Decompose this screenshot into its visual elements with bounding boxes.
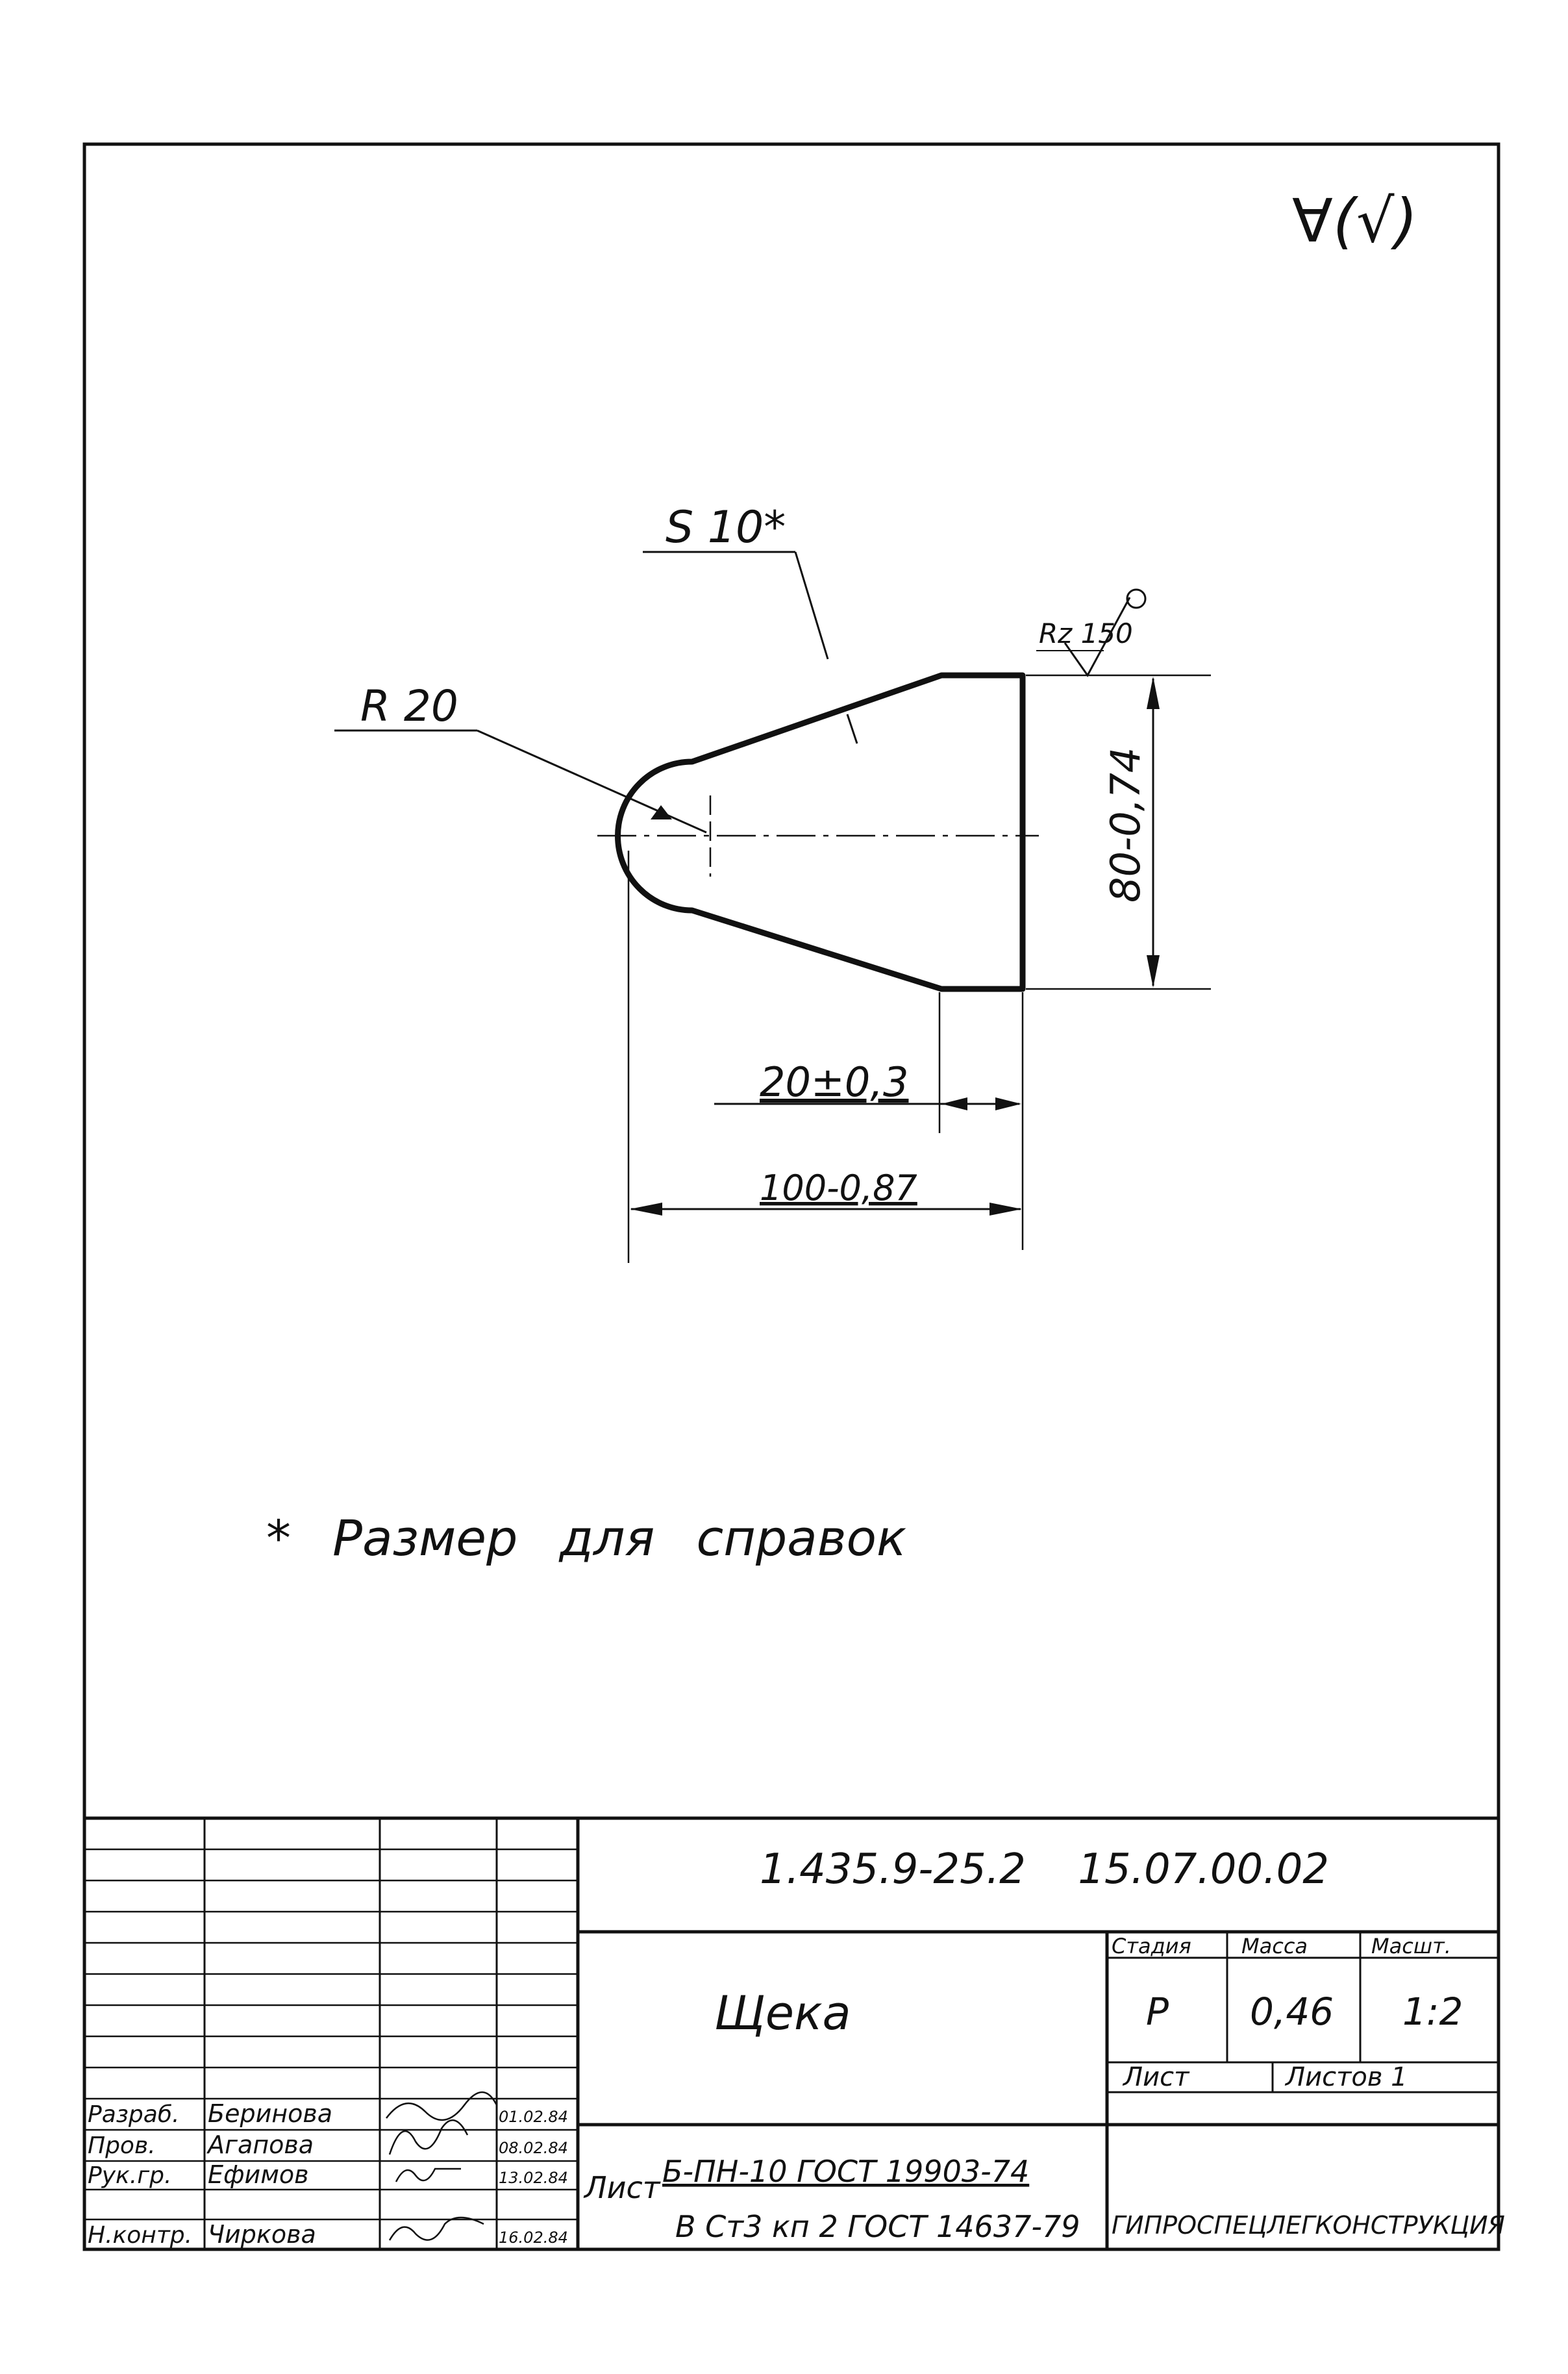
overall-arrow-left [630, 1203, 662, 1216]
signature-date: 13.02.84 [499, 2169, 568, 2187]
material-prefix: Лист [583, 2170, 661, 2205]
signature-name: Ефимов [208, 2160, 309, 2189]
drawing-frame [82, 142, 1500, 2251]
title-block [84, 1816, 1499, 2249]
signature-date: 01.02.84 [499, 2108, 568, 2126]
part-name: Щека [714, 1986, 851, 2040]
scale-value: 1:2 [1402, 1990, 1463, 2034]
signature-row: Разраб. Беринова 01.02.84 [88, 2091, 568, 2128]
signature-mark [395, 2168, 461, 2182]
signature-mark [388, 2216, 484, 2241]
material-line-2: В Ст3 кп 2 ГОСТ 14637-79 [675, 2209, 1080, 2244]
material-line-1: Б-ПН-10 ГОСТ 19903-74 [662, 2154, 1029, 2189]
signature-role: Н.контр. [88, 2222, 192, 2249]
overall-arrow-right [989, 1203, 1022, 1216]
flat-arrow-left [941, 1097, 967, 1110]
signature-name: Беринова [208, 2099, 332, 2128]
part-contour [615, 672, 1026, 992]
height-arrow-top [1147, 677, 1160, 709]
document-designation: 1.435.9-25.2 15.07.00.02 [760, 1845, 1329, 1893]
flat-arrow-right [995, 1097, 1021, 1110]
signature-role: Разраб. [88, 2101, 179, 2128]
signature-row: Пров. Агапова 08.02.84 [88, 2119, 568, 2159]
signature-row: Рук.гр. Ефимов 13.02.84 [88, 2160, 568, 2189]
height-arrow-bottom [1147, 955, 1160, 988]
sheet-label: Лист [1122, 2062, 1190, 2092]
local-roughness-label: Rz 150 [1039, 618, 1133, 649]
thickness-leader [794, 551, 829, 660]
signature-row: Н.контр. Чиркова 16.02.84 [88, 2216, 568, 2249]
signature-date: 08.02.84 [499, 2139, 568, 2157]
signature-mark [388, 2119, 469, 2155]
column-scale: Масшт. [1371, 1934, 1451, 1958]
signature-role: Пров. [88, 2132, 156, 2159]
height-label: 80-0,74 [1102, 747, 1149, 903]
column-mass: Масса [1241, 1934, 1308, 1958]
overall-length-label: 100-0,87 [760, 1168, 917, 1208]
radius-label: R 20 [360, 681, 458, 731]
column-stage: Стадия [1112, 1934, 1191, 1958]
flat-length-label: 20±0,3 [760, 1058, 908, 1106]
sheets-label: Листов 1 [1284, 2062, 1408, 2092]
signature-mark [386, 2091, 498, 2121]
mass-value: 0,46 [1250, 1990, 1334, 2034]
roughness-circle [1126, 588, 1147, 609]
signature-role: Рук.гр. [88, 2162, 171, 2189]
organization: ГИПРОСПЕЦЛЕГКОНСТРУКЦИЯ [1112, 2211, 1505, 2240]
reference-note: * Размер для справок [266, 1509, 906, 1567]
thickness-label: S 10* [666, 502, 786, 553]
signature-name: Агапова [206, 2130, 314, 2159]
signature-date: 16.02.84 [499, 2229, 568, 2247]
radius-arrow [651, 805, 672, 819]
general-roughness-mark: ∀(√) [1292, 186, 1417, 256]
radius-leader [477, 729, 707, 834]
stage-value: Р [1146, 1990, 1169, 2034]
thickness-leader-tail [846, 714, 858, 744]
signature-name: Чиркова [208, 2220, 316, 2249]
